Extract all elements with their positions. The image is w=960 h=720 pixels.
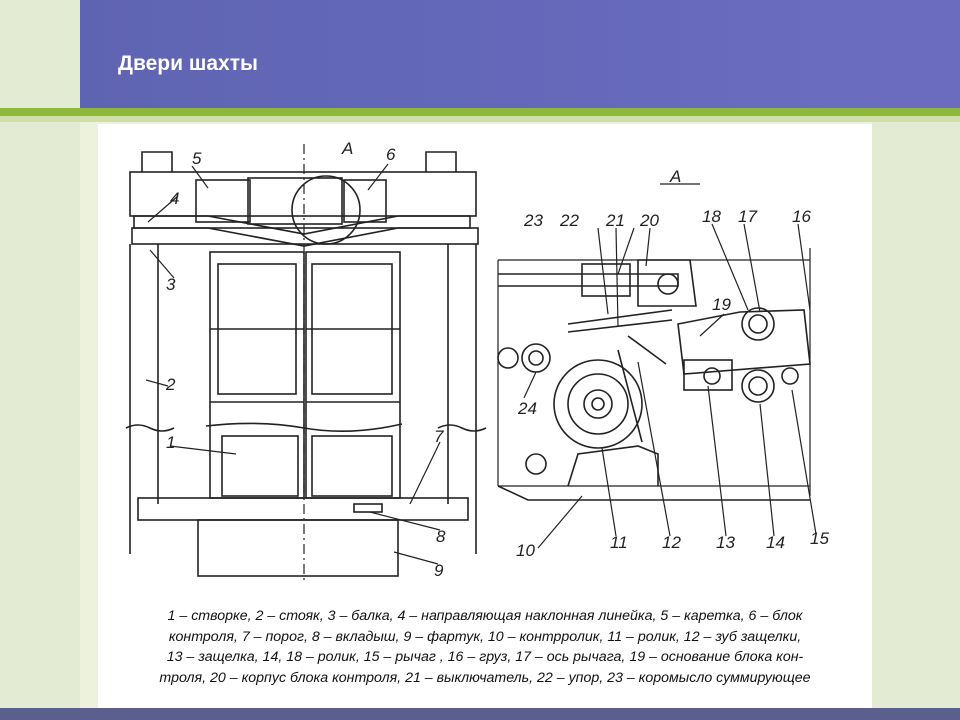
label-right-13: 13 xyxy=(716,533,735,552)
label-right-16: 16 xyxy=(792,207,811,226)
label-left-7: 7 xyxy=(434,427,444,446)
label-left-1: 1 xyxy=(166,433,175,452)
bottom-bar xyxy=(0,708,960,720)
label-left-3: 3 xyxy=(166,275,176,294)
label-left-4: 4 xyxy=(170,189,179,208)
shaft-door-drawing: А А 1 2 3 4 5 6 7 8 9 10 11 12 13 14 15 … xyxy=(125,139,829,584)
label-left-5: 5 xyxy=(192,149,202,168)
slide-content: А А 1 2 3 4 5 6 7 8 9 10 11 12 13 14 15 … xyxy=(98,124,872,708)
header-right-block xyxy=(872,0,960,108)
detail-view xyxy=(497,183,817,549)
label-left-6: 6 xyxy=(386,145,396,164)
label-right-19: 19 xyxy=(712,295,731,314)
label-right-14: 14 xyxy=(766,533,785,552)
label-right-23: 23 xyxy=(523,211,543,230)
caption-line-2: контроля, 7 – порог, 8 – вкладыш, 9 – фа… xyxy=(168,628,802,645)
label-right-15: 15 xyxy=(810,529,829,548)
label-right-21: 21 xyxy=(605,211,625,230)
detail-label: А xyxy=(669,167,681,186)
caption-line-3: 13 – защелка, 14, 18 – ролик, 15 – рычаг… xyxy=(166,649,804,665)
accent-stripe xyxy=(0,108,960,116)
label-right-17: 17 xyxy=(738,207,757,226)
caption-line-1: 1 – створке, 2 – стояк, 3 – балка, 4 – н… xyxy=(167,608,803,624)
accent-stripe-light xyxy=(0,116,960,122)
view-label: А xyxy=(341,139,353,158)
label-right-20: 20 xyxy=(639,211,659,230)
label-right-12: 12 xyxy=(662,533,681,552)
slide-header xyxy=(80,0,872,108)
label-left-2: 2 xyxy=(165,375,176,394)
legend-caption: 1 – створке, 2 – стояк, 3 – балка, 4 – н… xyxy=(98,606,872,708)
front-view xyxy=(125,144,487,584)
slide-title: Двери шахты xyxy=(118,52,258,75)
label-right-11: 11 xyxy=(610,533,628,552)
label-right-22: 22 xyxy=(559,211,579,230)
label-right-24: 24 xyxy=(517,399,537,418)
label-left-9: 9 xyxy=(434,561,444,580)
caption-line-4: троля, 20 – корпус блока контроля, 21 – … xyxy=(159,669,811,686)
label-right-10: 10 xyxy=(516,541,535,560)
label-left-8: 8 xyxy=(436,527,446,546)
label-right-18: 18 xyxy=(702,207,721,226)
